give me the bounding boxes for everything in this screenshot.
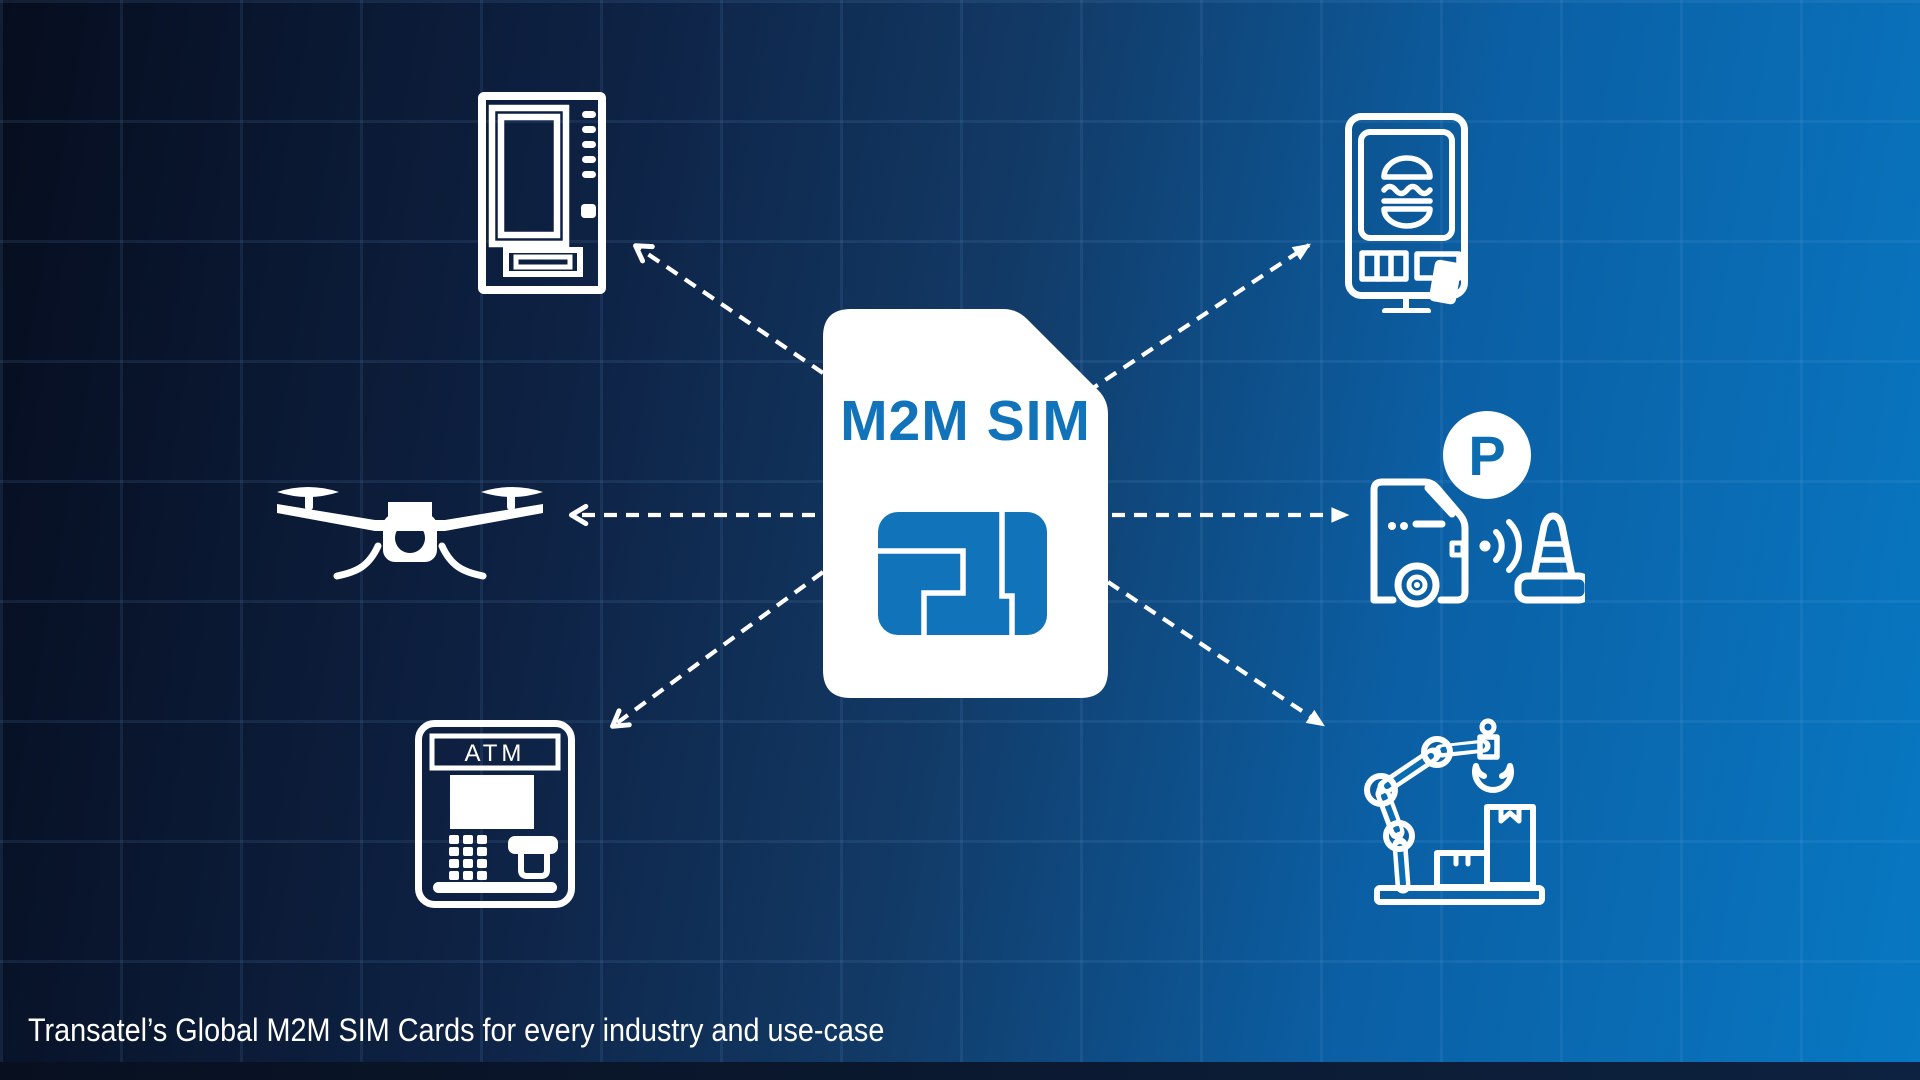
atm-icon: ATM [415, 720, 575, 908]
drone-icon [277, 487, 543, 580]
small-box [1434, 850, 1490, 890]
gripper-mount [1477, 734, 1500, 760]
robot-arm-icon [1364, 718, 1545, 905]
car-body [1370, 478, 1469, 604]
car-mirror [1449, 540, 1466, 558]
parking-letter: P [1468, 424, 1505, 487]
arrow-to-robot [1106, 580, 1325, 727]
sim-card-body [823, 309, 1108, 698]
drone-arms [277, 504, 543, 531]
drone-legs [333, 542, 487, 580]
hub-label: M2M SIM [840, 389, 1091, 453]
car-parking-icon: P [1370, 411, 1585, 608]
card-reader [1359, 250, 1409, 282]
robot-base [1374, 885, 1545, 905]
bottom-dark-strip [0, 1062, 1920, 1080]
large-box [1484, 804, 1536, 888]
parking-badge [1443, 411, 1531, 499]
receipt-paper [1429, 259, 1462, 305]
arrow-to-food-kiosk [1085, 243, 1312, 394]
kiosk-stand [1382, 295, 1431, 313]
food-kiosk-icon [1345, 113, 1468, 313]
atm-card-slot [508, 836, 558, 854]
car-wheel [1394, 562, 1440, 608]
burger-icon [1381, 155, 1433, 229]
atm-screen [450, 775, 534, 829]
vending-machine-icon [478, 92, 606, 294]
car-windshield [1424, 484, 1456, 518]
sim-card-icon [823, 309, 1108, 698]
drone-camera-body [383, 514, 437, 562]
atm-cash-tray [518, 850, 550, 879]
traffic-cone [1530, 512, 1576, 580]
arrow-to-vending-machine [633, 243, 825, 375]
slide-caption: Transatel’s Global M2M SIM Cards for eve… [28, 1012, 885, 1048]
atm-base [433, 882, 557, 893]
signal-waves-icon [1493, 529, 1505, 563]
atm-keypad [449, 835, 487, 880]
atm-label: ATM [465, 740, 526, 767]
arrow-to-atm [610, 570, 825, 729]
gripper-claw [1472, 763, 1514, 793]
sim-chip-icon [878, 512, 1047, 635]
